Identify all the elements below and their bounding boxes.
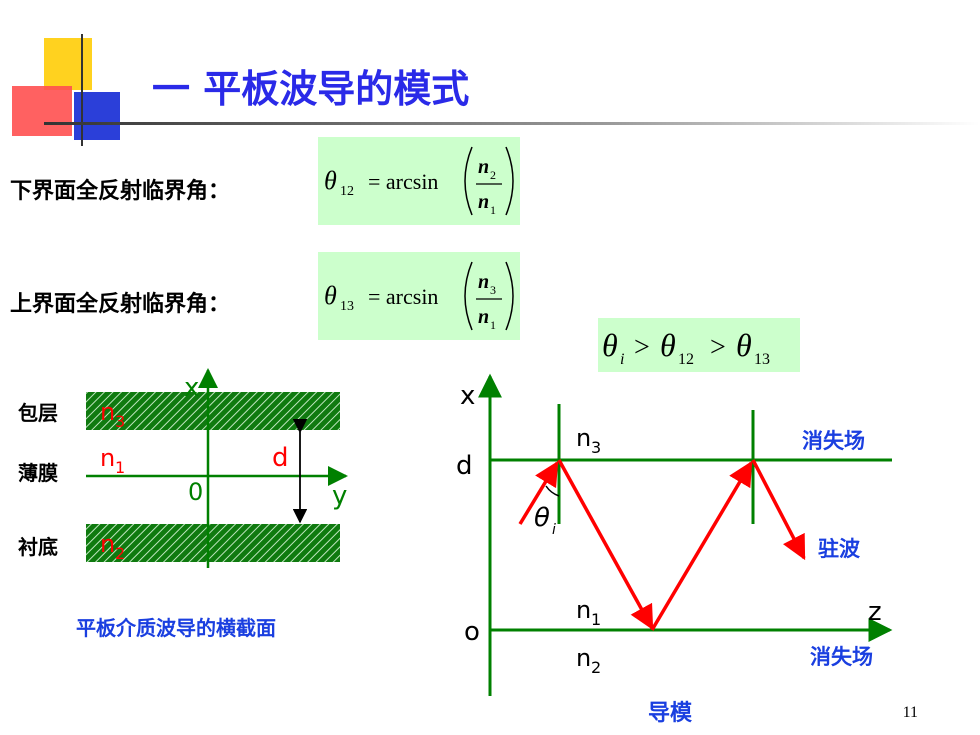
theta-i: θ bbox=[534, 503, 550, 533]
formula-theta13: θ 13 = arcsin n 3 n 1 bbox=[318, 252, 520, 340]
formula1-theta-sub: 12 bbox=[340, 184, 354, 199]
left-origin-label: 0 bbox=[188, 478, 203, 506]
right-n1: n bbox=[576, 596, 591, 624]
page-number: 11 bbox=[902, 704, 918, 721]
left-n1: n bbox=[100, 444, 115, 472]
red-square bbox=[12, 86, 72, 136]
right-origin-label: o bbox=[464, 617, 480, 647]
ray-up bbox=[650, 460, 753, 631]
formula1-left-paren bbox=[464, 146, 473, 216]
formula2-num: n bbox=[478, 271, 489, 293]
right-z-label: z bbox=[868, 597, 882, 627]
ray-incident bbox=[518, 460, 559, 525]
left-n2-sub: 2 bbox=[115, 544, 125, 563]
guided-mode-diagram: θ i x d o z n 3 n 1 n 2 消失场 驻波 消失场 导模 bbox=[456, 373, 893, 726]
formula2-left-paren bbox=[464, 261, 473, 331]
formula1-right-paren bbox=[505, 146, 514, 216]
formula2-theta: θ bbox=[324, 281, 337, 310]
ineq-gt-1: > bbox=[634, 332, 650, 363]
lower-critical-angle-label: 下界面全反射临界角： bbox=[10, 179, 231, 204]
ineq-sub-12: 12 bbox=[678, 351, 694, 368]
right-d-label: d bbox=[456, 451, 473, 481]
inequality-box: θ i > θ 12 > θ 13 bbox=[598, 318, 800, 372]
film-label: 薄膜 bbox=[18, 461, 58, 485]
title-decoration bbox=[12, 34, 980, 146]
formula2-right-paren bbox=[505, 261, 514, 331]
formula2-theta-sub: 13 bbox=[340, 299, 354, 314]
ineq-gt-2: > bbox=[710, 332, 726, 363]
yellow-square bbox=[44, 38, 92, 90]
left-y-label: y bbox=[332, 481, 347, 511]
left-x-label: x bbox=[184, 373, 199, 403]
formula2-num-sub: 3 bbox=[490, 283, 496, 297]
ineq-theta-12: θ bbox=[660, 327, 676, 363]
left-n3-sub: 3 bbox=[115, 412, 125, 431]
evanescent-top-label: 消失场 bbox=[802, 429, 865, 453]
left-d-label: d bbox=[272, 443, 289, 473]
guided-mode-label: 导模 bbox=[648, 701, 693, 726]
blue-square bbox=[74, 92, 120, 140]
upper-critical-angle-label: 上界面全反射临界角： bbox=[10, 292, 231, 317]
ineq-sub-i: i bbox=[620, 351, 624, 368]
right-x-label: x bbox=[460, 381, 475, 411]
right-n3: n bbox=[576, 424, 591, 452]
ineq-theta-13: θ bbox=[736, 327, 752, 363]
substrate-label: 衬底 bbox=[18, 535, 58, 559]
formula1-den-sub: 1 bbox=[490, 203, 496, 217]
ray-exit bbox=[751, 459, 806, 561]
formula2-eq: = arcsin bbox=[368, 284, 438, 309]
right-n1-sub: 1 bbox=[591, 610, 601, 629]
standing-wave-label: 驻波 bbox=[818, 537, 861, 561]
cross-section-diagram: 包层 薄膜 衬底 n 3 n 1 n 2 x y 0 d bbox=[18, 368, 348, 568]
formula1-den: n bbox=[478, 191, 489, 213]
ineq-theta-i: θ bbox=[602, 327, 618, 363]
page-title: 一 平板波导的模式 bbox=[152, 67, 470, 111]
theta-i-sub: i bbox=[552, 522, 556, 538]
formula1-num: n bbox=[478, 156, 489, 178]
right-n2: n bbox=[576, 644, 591, 672]
formula2-den-sub: 1 bbox=[490, 318, 496, 332]
cross-section-caption: 平板介质波导的横截面 bbox=[76, 616, 276, 640]
substrate-layer bbox=[86, 524, 340, 562]
evanescent-bottom-label: 消失场 bbox=[810, 645, 873, 669]
formula-theta12: θ 12 = arcsin n 2 n 1 bbox=[318, 137, 520, 225]
left-n2: n bbox=[100, 530, 115, 558]
right-n3-sub: 3 bbox=[591, 438, 601, 457]
formula2-den: n bbox=[478, 306, 489, 328]
ray-down bbox=[557, 459, 654, 631]
formula1-num-sub: 2 bbox=[490, 168, 496, 182]
formula1-eq: = arcsin bbox=[368, 169, 438, 194]
formula1-theta: θ bbox=[324, 166, 337, 195]
cladding-label: 包层 bbox=[18, 401, 58, 425]
angle-arc bbox=[545, 485, 560, 497]
ineq-sub-13: 13 bbox=[754, 351, 770, 368]
title-underline bbox=[44, 122, 980, 125]
left-n1-sub: 1 bbox=[115, 458, 125, 477]
right-n2-sub: 2 bbox=[591, 658, 601, 677]
left-n3: n bbox=[100, 398, 115, 426]
